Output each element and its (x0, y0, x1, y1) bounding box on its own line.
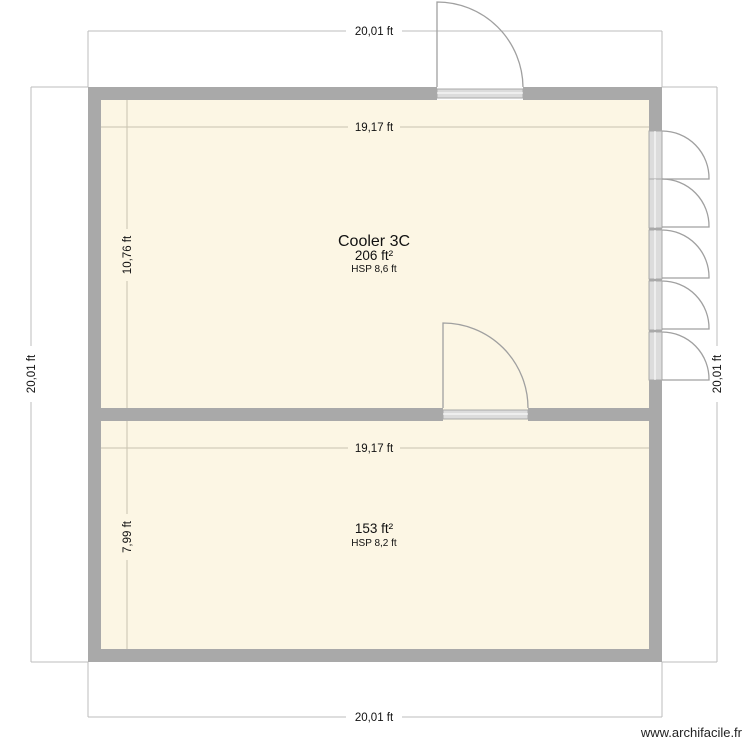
middle-wall-door[interactable] (442, 322, 529, 421)
room-cooler-3c-floor[interactable] (101, 100, 649, 408)
room-2-width-label: 19,17 ft (355, 443, 394, 455)
right-door-2[interactable] (648, 178, 710, 229)
right-door-3[interactable] (648, 229, 710, 280)
room-1-height-label: 10,76 ft (122, 235, 134, 274)
door-swing-icon (436, 1, 524, 88)
room-2-hsp: HSP 8,2 ft (351, 538, 397, 549)
outer-dimension-top (87, 30, 663, 87)
room-1-hsp: HSP 8,6 ft (351, 264, 397, 275)
dimension-label-bottom: 20,01 ft (355, 712, 394, 724)
room-2-area: 153 ft² (355, 521, 394, 536)
dimension-label-top: 20,01 ft (355, 26, 394, 38)
right-door-1[interactable] (648, 130, 710, 180)
door-swing-icon (442, 322, 529, 409)
outer-dimension-left (30, 86, 88, 663)
outer-dimension-bottom (87, 662, 663, 718)
door-swing-icon (661, 178, 710, 228)
room-2-height-label: 7,99 ft (122, 520, 134, 553)
dimension-label-left: 20,01 ft (26, 354, 38, 393)
watermark: www.archifacile.fr (640, 725, 743, 740)
room-2-floor[interactable] (101, 421, 649, 649)
door-swing-icon (661, 229, 710, 279)
right-door-5[interactable] (648, 331, 710, 381)
room-1-name: Cooler 3C (338, 233, 410, 250)
room-1-width-label: 19,17 ft (355, 122, 394, 134)
top-wall-door[interactable] (436, 1, 524, 100)
right-door-4[interactable] (648, 280, 710, 331)
door-swing-icon (661, 130, 710, 180)
door-swing-icon (661, 280, 710, 330)
room-1-area: 206 ft² (355, 248, 394, 263)
door-swing-icon (661, 331, 710, 381)
dimension-label-right: 20,01 ft (712, 354, 724, 393)
